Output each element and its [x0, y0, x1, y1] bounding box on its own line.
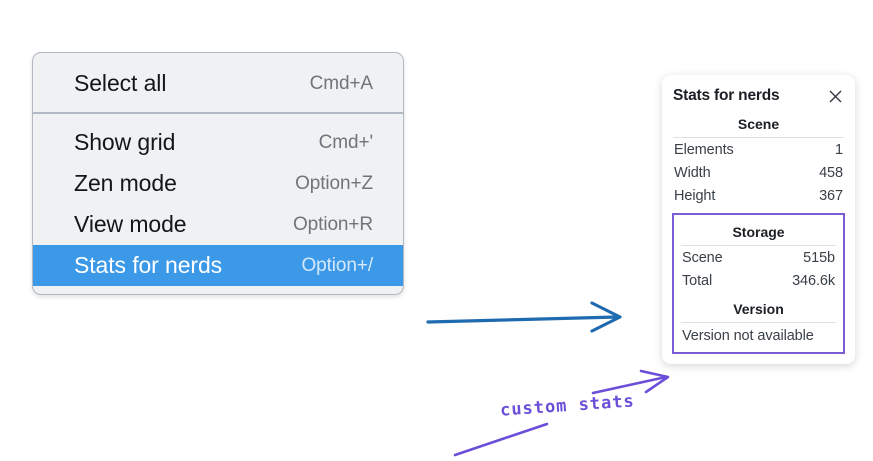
stat-key: Width: [674, 165, 711, 181]
stats-panel-header: Stats for nerds: [672, 84, 845, 107]
scene-section-heading: Scene: [737, 116, 780, 132]
menu-item-select-all[interactable]: Select all Cmd+A: [33, 63, 403, 104]
stats-for-nerds-panel: Stats for nerds Scene Elements 1 Width 4…: [662, 75, 855, 364]
stat-key: Scene: [682, 250, 723, 266]
stat-value: 1: [835, 142, 843, 158]
menu-section-1: Select all Cmd+A: [33, 53, 403, 112]
menu-item-label: Show grid: [74, 129, 176, 155]
purple-arrow-icon: [591, 369, 670, 395]
purple-underline-stroke: [453, 422, 549, 457]
stats-panel-title: Stats for nerds: [673, 87, 780, 104]
stat-key: Elements: [674, 142, 734, 158]
menu-item-shortcut: Cmd+A: [309, 72, 373, 94]
close-icon[interactable]: [827, 88, 844, 105]
annotation-note-custom-stats: custom stats: [499, 391, 636, 421]
stat-row: Total 346.6k: [680, 269, 837, 292]
stat-value: 346.6k: [792, 273, 835, 289]
stat-row: Height 367: [672, 184, 845, 207]
context-menu[interactable]: Select all Cmd+A Show grid Cmd+' Zen mod…: [32, 52, 404, 295]
stat-row: Scene 515b: [680, 246, 837, 269]
stat-key: Height: [674, 188, 716, 204]
menu-item-shortcut: Option+/: [301, 254, 373, 276]
menu-item-label: Stats for nerds: [74, 252, 223, 278]
stat-value: 515b: [803, 250, 835, 266]
storage-section-heading: Storage: [732, 224, 785, 240]
menu-item-show-grid[interactable]: Show grid Cmd+': [33, 122, 403, 163]
stat-value: 458: [819, 165, 843, 181]
stat-key: Total: [682, 273, 713, 289]
version-divider: [681, 322, 836, 323]
version-section-heading: Version: [733, 301, 784, 317]
menu-item-stats-for-nerds[interactable]: Stats for nerds Option+/: [33, 245, 403, 286]
menu-divider: [33, 112, 403, 114]
storage-divider: [681, 245, 836, 246]
scene-divider: [673, 137, 844, 138]
menu-item-shortcut: Option+Z: [295, 172, 373, 194]
menu-item-label: View mode: [74, 211, 187, 237]
menu-section-2: Show grid Cmd+' Zen mode Option+Z View m…: [33, 114, 403, 294]
stat-row: Elements 1: [672, 138, 845, 161]
menu-item-label: Zen mode: [74, 170, 177, 196]
stat-row: Width 458: [672, 161, 845, 184]
stat-value: 367: [819, 188, 843, 204]
menu-item-label: Select all: [74, 70, 167, 96]
menu-item-view-mode[interactable]: View mode Option+R: [33, 204, 403, 245]
menu-item-zen-mode[interactable]: Zen mode Option+Z: [33, 163, 403, 204]
version-value: Version not available: [682, 328, 814, 344]
menu-item-shortcut: Cmd+': [318, 131, 373, 153]
blue-arrow-icon: [426, 301, 622, 333]
menu-item-shortcut: Option+R: [293, 213, 373, 235]
custom-stats-highlight-box: Storage Scene 515b Total 346.6k Version …: [672, 213, 845, 354]
